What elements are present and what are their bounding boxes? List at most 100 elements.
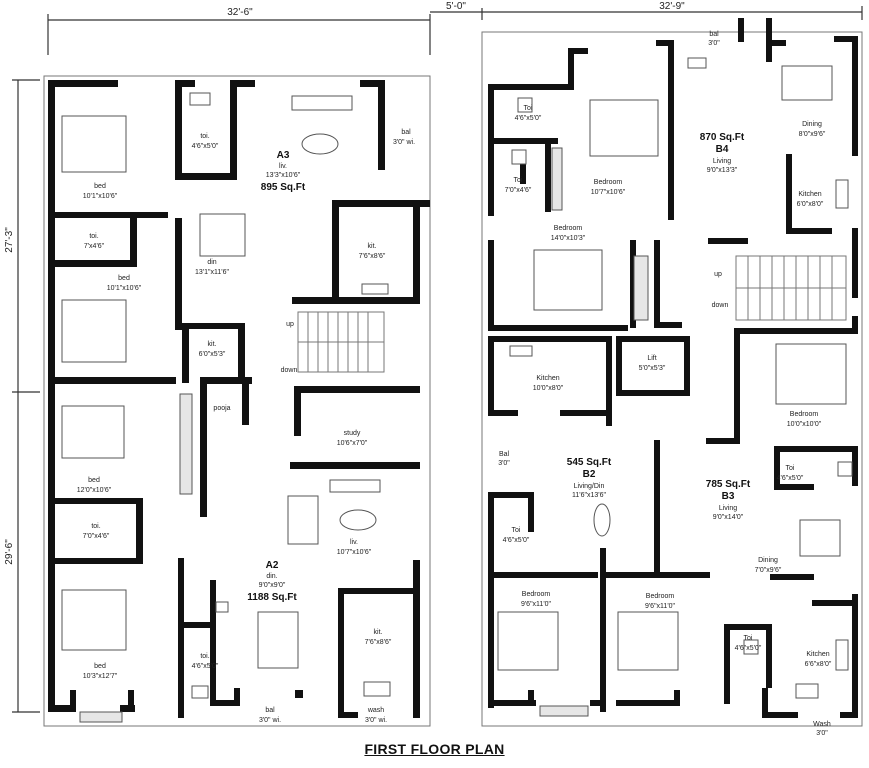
room-size: 10'1"x10'6" <box>107 285 142 292</box>
room-size: 4'6"x5'0" <box>735 645 762 652</box>
room-size: 7'0"x9'6" <box>755 567 782 574</box>
room-size: 4'6"x5'0" <box>503 537 530 544</box>
room-label: toi. <box>91 523 100 530</box>
room-label: bed <box>88 477 100 484</box>
unit-b3-name: B3 <box>722 491 735 502</box>
room-label: Bal <box>499 451 510 458</box>
building-outline <box>43 31 863 727</box>
dim-left-upper: 27'-3" <box>4 227 15 253</box>
unit-b3-size: 9'0"x14'0" <box>713 514 744 521</box>
room-size: 9'6"x11'0" <box>645 603 676 610</box>
unit-a3-name: A3 <box>277 150 290 161</box>
dim-left-lower: 29'-6" <box>4 539 15 565</box>
room-label: pooja <box>213 405 230 412</box>
room-size: 8'0"x9'6" <box>799 131 826 138</box>
room-label: kit. <box>374 629 383 636</box>
room-size: 3'0" <box>708 40 720 47</box>
room-label: Toi <box>786 465 795 472</box>
unit-a3-size: 13'3"x10'6" <box>266 172 301 179</box>
unit-a2-name: A2 <box>266 560 279 571</box>
room-label: wash <box>367 707 384 714</box>
unit-b4-name: B4 <box>716 144 729 155</box>
unit-b2-area: 545 Sq.Ft <box>567 457 612 468</box>
room-size: 3'0" <box>498 460 510 467</box>
unit-a2-room: din. <box>266 573 277 580</box>
left-stairs <box>297 311 385 373</box>
room-size: 7'x4'6" <box>84 243 105 250</box>
room-size: 7'0"x4'6" <box>505 187 532 194</box>
room-label: toi. <box>200 653 209 660</box>
room-label: bal <box>265 707 275 714</box>
room-size: 10'3"x12'7" <box>83 673 118 680</box>
room-label: Wash <box>813 721 831 728</box>
dimension-lines <box>12 6 863 713</box>
room-size: 7'6"x8'6" <box>359 253 386 260</box>
unit-a3-area: 895 Sq.Ft <box>261 182 306 193</box>
right-stairs-up-label: up <box>714 271 722 278</box>
room-size: 10'1"x10'6" <box>83 193 118 200</box>
room-size: 14'0"x10'3" <box>551 235 586 242</box>
room-size: 3'0" <box>816 730 828 737</box>
room-label: Lift <box>647 355 656 362</box>
stairs-down-label: down <box>281 367 298 374</box>
room-label: Dining <box>758 557 778 564</box>
room-label: liv. <box>350 539 358 546</box>
room-size: 10'6"x7'0" <box>337 440 368 447</box>
room-label: Bedroom <box>646 593 675 600</box>
dim-top-gap: 5'-0" <box>446 1 466 12</box>
room-size: 3'0" wi. <box>393 139 415 146</box>
room-label: Bedroom <box>594 179 623 186</box>
room-label: bed <box>94 183 106 190</box>
left-furniture <box>61 92 391 723</box>
room-size: 4'6"x5'0" <box>515 115 542 122</box>
unit-a3-room: liv. <box>279 163 287 170</box>
room-size: 4'6"x5'0" <box>192 143 219 150</box>
room-size: 13'1"x11'6" <box>195 269 229 276</box>
stairs-up-label: up <box>286 321 294 328</box>
room-size: 6'6"x8'0" <box>805 661 832 668</box>
right-stairs-down-label: down <box>712 302 729 309</box>
unit-b2-size: 11'6"x13'6" <box>572 492 606 499</box>
room-label: Kitchen <box>536 375 559 382</box>
unit-b3-room: Living <box>719 505 737 512</box>
unit-b4-area: 870 Sq.Ft <box>700 132 745 143</box>
room-size: 5'0"x5'3" <box>639 365 666 372</box>
right-stairs <box>735 255 847 321</box>
unit-b3-area: 785 Sq.Ft <box>706 479 751 490</box>
unit-b4-size: 9'0"x13'3" <box>707 167 738 174</box>
room-size: 7'0"x4'6" <box>83 533 110 540</box>
room-label: bed <box>94 663 106 670</box>
room-size: 10'0"x10'0" <box>787 421 822 428</box>
room-label: Bedroom <box>790 411 819 418</box>
room-label: kit. <box>208 341 217 348</box>
room-label: bed <box>118 275 130 282</box>
room-label: Bedroom <box>522 591 551 598</box>
unit-a2-size: 9'0"x9'0" <box>259 582 286 589</box>
room-label: toi. <box>200 133 209 140</box>
room-label: bal <box>401 129 411 136</box>
dim-top-right: 32'-9" <box>659 1 685 12</box>
room-label: kit. <box>368 243 377 250</box>
room-label: study <box>344 430 361 437</box>
left-block-walls <box>48 80 430 718</box>
room-label: Toi <box>744 635 753 642</box>
plan-title: FIRST FLOOR PLAN <box>364 741 505 757</box>
room-size: 4'6"x5'0" <box>192 663 219 670</box>
room-label: Toi <box>512 527 521 534</box>
room-size: 12'0"x10'6" <box>77 487 112 494</box>
room-label: Bedroom <box>554 225 583 232</box>
room-label: bal <box>709 31 719 38</box>
room-label: Kitchen <box>806 651 829 658</box>
room-size: 10'7"x10'6" <box>337 549 372 556</box>
right-furniture <box>497 57 853 717</box>
room-label: Dining <box>802 121 822 128</box>
room-label: Toi <box>524 105 533 112</box>
room-size: 6'0"x5'3" <box>199 351 226 358</box>
room-label: din <box>207 259 216 266</box>
right-block-walls <box>488 18 858 718</box>
room-size: 10'0"x8'0" <box>533 385 564 392</box>
unit-b4-room: Living <box>713 158 731 165</box>
room-size: 10'7"x10'6" <box>591 189 626 196</box>
room-label: Kitchen <box>798 191 821 198</box>
